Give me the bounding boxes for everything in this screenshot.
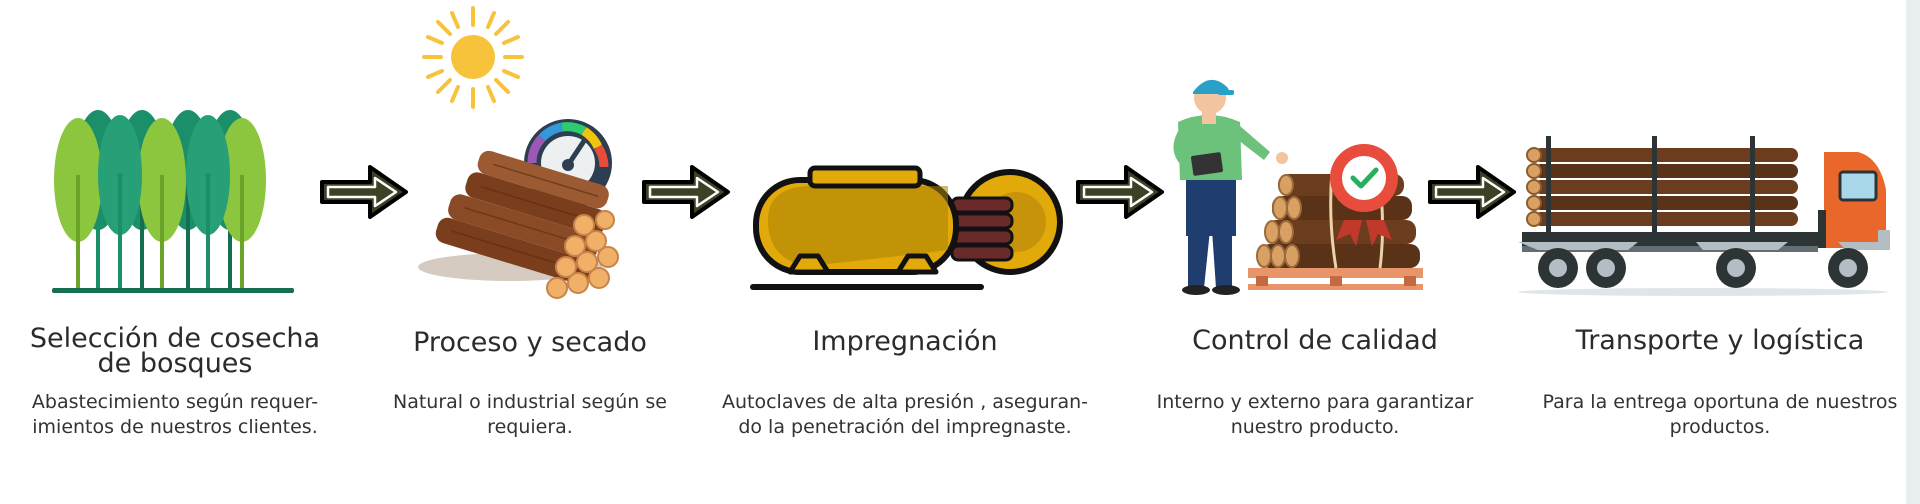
log-truck-icon <box>1518 136 1890 296</box>
autoclave-icon <box>750 165 1063 290</box>
arrow-right-icon <box>1428 165 1516 219</box>
step-title: Impregnación <box>812 326 998 357</box>
step-title: Transporte y logística <box>1575 325 1865 356</box>
step-description: Para la entrega oportuna de nuestros pro… <box>1542 391 1898 438</box>
step-title: Proceso y secado <box>413 327 647 358</box>
arrow-right-icon <box>320 165 408 219</box>
forest-icon <box>52 110 294 293</box>
step-description: Autoclaves de alta presión , aseguran- d… <box>722 391 1088 438</box>
log-pile <box>418 150 619 299</box>
stacked-logs <box>1256 169 1420 269</box>
arrow-right-icon <box>1076 165 1164 219</box>
truck-cab <box>1818 152 1890 248</box>
step-description: Abastecimiento según requer- imientos de… <box>31 391 319 438</box>
scrollbar[interactable] <box>1906 0 1920 504</box>
truck-wheels <box>1538 248 1868 288</box>
sun-icon <box>422 6 524 109</box>
pallet <box>1248 268 1423 290</box>
step-title: Selección de cosecha de bosques <box>29 323 321 379</box>
step-description: Natural o industrial según se requiera. <box>393 391 667 438</box>
arrow-right-icon <box>642 165 730 219</box>
truck-logs <box>1526 147 1798 227</box>
quality-inspector-icon <box>1173 79 1423 295</box>
drying-logs-icon <box>418 6 619 299</box>
step-title: Control de calidad <box>1192 325 1438 356</box>
quality-seal-icon <box>1330 144 1398 246</box>
step-description: Interno y externo para garantizar nuestr… <box>1156 391 1474 438</box>
inspector <box>1173 79 1288 295</box>
